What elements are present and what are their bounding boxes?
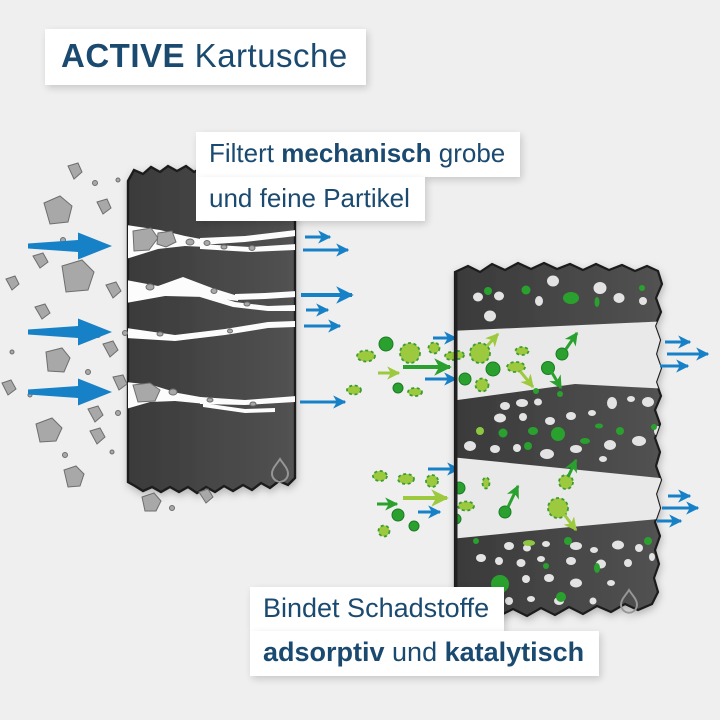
label-text-bold: mechanisch	[281, 138, 432, 168]
mechanical-filter-label-line1: Filtert mechanisch grobe	[196, 132, 521, 177]
water-drop-icon	[619, 588, 639, 614]
block-left-edge	[455, 270, 458, 606]
pollutant-particles-upper	[346, 331, 460, 397]
filtered-outflow-arrows	[300, 230, 354, 409]
mechanical-filter-label-line2: und feine Partikel	[196, 176, 425, 222]
pollutant-particles-lower	[372, 462, 461, 538]
page-title: ACTIVE Kartusche	[45, 29, 366, 85]
title-product: Kartusche	[185, 37, 348, 74]
water-drop-icon	[270, 457, 290, 483]
filter-channels	[128, 225, 295, 413]
mechanical-filter-block	[126, 164, 297, 495]
adsorptive-filter-label-line2: adsorptiv und katalytisch	[250, 631, 600, 676]
title-brand: ACTIVE	[61, 37, 186, 74]
inflow-arrows	[28, 232, 112, 406]
label-text-bold: adsorptiv	[263, 637, 385, 668]
clean-outflow-arrows	[657, 335, 710, 528]
trapped-particles	[132, 227, 257, 407]
label-text: grobe	[431, 138, 506, 168]
label-text: und feine Partikel	[209, 182, 410, 213]
mechanical-filter-label: Filtert mechanisch grobe und feine Parti…	[196, 132, 521, 222]
flow-bands	[455, 321, 662, 539]
label-text: und	[384, 637, 445, 668]
adsorptive-filter-label-line1: Bindet Schadstoffe	[250, 587, 505, 632]
adsorptive-filter-label: Bindet Schadstoffe adsorptiv und katalyt…	[250, 587, 600, 676]
label-text-bold: katalytisch	[444, 637, 585, 668]
label-text: Filtert	[209, 138, 282, 168]
label-text: Bindet Schadstoffe	[263, 593, 490, 623]
embedded-dots	[464, 275, 662, 605]
adsorbed-particles	[455, 331, 579, 532]
adsorptive-filter-block	[453, 261, 664, 618]
